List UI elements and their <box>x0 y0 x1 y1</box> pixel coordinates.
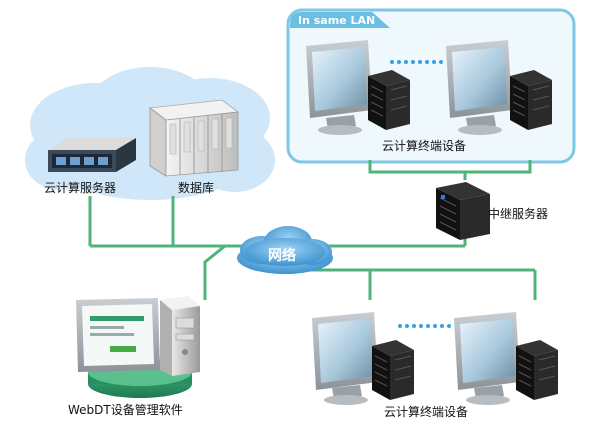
database-icon <box>148 99 240 177</box>
lan-dots-bottom <box>398 324 451 328</box>
cloud-server-icon <box>48 138 136 172</box>
database-label: 数据库 <box>178 180 214 195</box>
cloud-server-label: 云计算服务器 <box>44 180 116 195</box>
terminal-top-right <box>446 40 552 135</box>
terminals-top-label: 云计算终端设备 <box>382 138 466 153</box>
relay-server-icon <box>436 182 490 240</box>
lan-title: In same LAN <box>298 14 375 27</box>
relay-server-label: 中继服务器 <box>488 206 548 221</box>
network-cloud-icon <box>237 226 333 274</box>
management-pc-icon <box>76 296 200 398</box>
terminal-bottom-left <box>312 312 414 405</box>
terminal-top-left <box>306 40 410 135</box>
terminal-bottom-right <box>454 312 558 405</box>
lan-dots-top <box>390 60 443 64</box>
management-label: WebDT设备管理软件 <box>68 402 183 417</box>
network-label: 网络 <box>268 247 296 264</box>
terminals-bottom-label: 云计算终端设备 <box>384 404 468 419</box>
